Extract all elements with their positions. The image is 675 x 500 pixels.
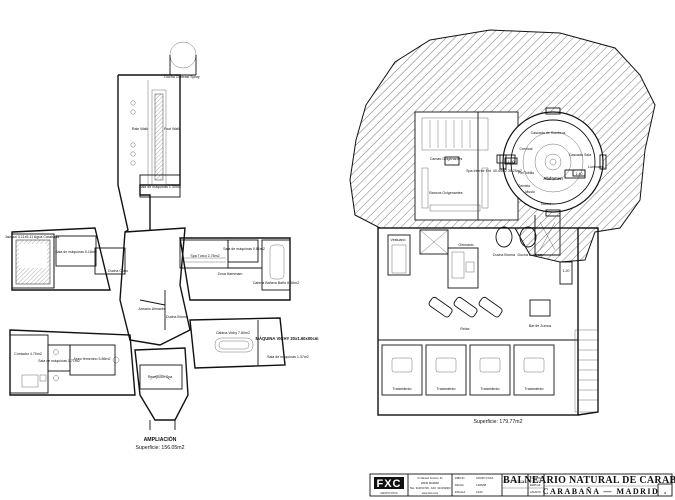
label-sala-maquinas-5: Sala de máquinas 1.71m2 bbox=[38, 359, 80, 363]
right-floor-plan bbox=[349, 29, 656, 416]
label-aseo-femenino: Aseo femenino 5.86m2 bbox=[74, 357, 111, 361]
label-maquina-vichy: MÁQUINA VICHY 20x1.60x00cm bbox=[255, 336, 318, 341]
label-cascada-hombros: Cascada de Hombros bbox=[531, 131, 566, 135]
right-plan-area: Superficie: 179.77m2 bbox=[473, 419, 522, 425]
label-recepcion-spa: Recepción Spa bbox=[148, 375, 172, 379]
label-ducha-bruma-right: Ducha Bruma bbox=[493, 253, 515, 257]
label-cabina-vichy: Cabina Vichy 7.80m2 bbox=[216, 331, 250, 335]
tb-field-fecha: FECHA bbox=[455, 483, 464, 487]
tb-value-dibujo: GRUPO FOXA bbox=[476, 476, 494, 480]
label-vestuario: Vestuario bbox=[391, 238, 406, 242]
label-tratamiento-3: Tratamiento bbox=[480, 387, 499, 391]
label-bar-zumos: Bar de Zumos bbox=[529, 324, 552, 328]
fxc-logo: FXC GRUPO FOXA bbox=[374, 477, 404, 495]
label-foot-walk: Foot Walk bbox=[164, 127, 180, 131]
label-sala-maquinas-2: Sala de máquinas 5.18m2 bbox=[55, 250, 97, 254]
tb-phone: TEL. 913154700 - FAX. 913154903 bbox=[410, 486, 451, 490]
tb-value-escala: 1/100 bbox=[476, 490, 483, 494]
label-tratamiento-1: Tratamiento bbox=[392, 387, 411, 391]
dim-1: 1.20 bbox=[508, 160, 515, 164]
label-spa-turco: Spa Turco 2.76m2 bbox=[190, 254, 219, 258]
label-gluteo: Glúteo bbox=[541, 202, 552, 206]
tb-side-emplaz: EMPLAZ. bbox=[530, 483, 541, 487]
label-spa-interior: Spa Interior Ext. 40.44m2 35.25m2 bbox=[466, 169, 522, 173]
label-tratamiento-2: Tratamiento bbox=[436, 387, 455, 391]
label-ducha-contrast: Ducha Contrast Spray bbox=[164, 75, 200, 79]
tb-side-asunto: ASUNTO bbox=[530, 490, 541, 494]
label-lumbares: Lumbares bbox=[588, 165, 604, 169]
dim-2: 1.40 bbox=[576, 172, 583, 176]
label-abdomen: Abdomen bbox=[543, 176, 563, 181]
svg-text:GRUPO FOXA: GRUPO FOXA bbox=[380, 491, 398, 495]
left-floor-plan bbox=[9, 41, 291, 430]
label-cabina-bano: Cabina Bañera Baño 6.06m2 bbox=[253, 281, 299, 285]
tb-project-location: CARABAÑA — MADRID bbox=[543, 487, 660, 496]
tb-side-cliente: CLIENTE bbox=[530, 476, 541, 480]
tb-web: www.fxcs.com bbox=[422, 491, 438, 495]
label-rain-walk: Rain Walk bbox=[132, 127, 148, 131]
label-sala-maquinas-4: Sala de máquinas 1.37m2 bbox=[267, 355, 309, 359]
label-ducha-contrast-right: Ducha Contrast bbox=[518, 253, 543, 257]
label-camas-oxigenantes: Camas Oxigenantes bbox=[430, 157, 463, 161]
label-jacuzzi: Jacuzzi 3.11x5.11 Agua Carabaña bbox=[5, 235, 59, 239]
label-gemelo: Gemelo bbox=[518, 184, 531, 188]
dim-3: 1.20 bbox=[563, 269, 570, 273]
relax-loungers bbox=[428, 296, 503, 318]
label-sala-maquinas-3: Sala de máquinas 0.81m2 bbox=[223, 247, 265, 251]
tb-field-dibujo: DIBUJO bbox=[455, 476, 465, 480]
label-ducha-cubo: Ducha Cubo bbox=[108, 269, 128, 273]
tb-project-title: BALNEARIO NATURAL DE CARABAÑA bbox=[503, 474, 675, 486]
label-sala-maquinas-1: Sala de máquinas 1.30m2 bbox=[139, 185, 181, 189]
label-cascada-sala: Cascada Sala bbox=[569, 153, 591, 157]
left-plan-caption: AMPLIACIÓN bbox=[144, 435, 177, 443]
label-armario-almacen: Armario Almacén bbox=[138, 307, 165, 311]
label-pie-tobillo: Pie/Tobillo bbox=[518, 171, 534, 175]
tb-field-escala: ESCALA bbox=[455, 490, 466, 494]
label-relax: Relax bbox=[460, 327, 469, 331]
label-tratamiento-4: Tratamiento bbox=[524, 387, 543, 391]
svg-text:FXC: FXC bbox=[377, 478, 402, 490]
tb-value-fecha: 14/05/08 bbox=[476, 483, 487, 487]
label-bancos-oxigenantes: Bancos Oxigenantes bbox=[429, 191, 462, 195]
right-plan-labels: Camas Oxigenantes Spa Interior Ext. 40.4… bbox=[391, 131, 605, 425]
tb-address: C/ Manuel Ferrero, 51 bbox=[417, 476, 443, 480]
tb-sheet-number: 3 bbox=[664, 491, 666, 495]
left-plan-labels: Ducha Contrast Spray Rain Walk Foot Walk… bbox=[5, 75, 319, 451]
label-cervical: Cervical bbox=[520, 147, 533, 151]
label-gimnasio: Gimnasio bbox=[458, 243, 473, 247]
title-block: FXC GRUPO FOXA C/ Manuel Ferrero, 51 280… bbox=[369, 473, 675, 497]
tb-city: 28036 MADRID bbox=[421, 481, 439, 485]
label-zona-hammam: Zona Hammam bbox=[218, 272, 243, 276]
left-plan-area: Superficie: 156.05m2 bbox=[135, 445, 184, 451]
label-ducha-bruma-left: Ducha Bruma bbox=[166, 315, 188, 319]
label-muslo: Muslo bbox=[525, 190, 535, 194]
label-contador: Contador 4.70m2 bbox=[14, 352, 42, 356]
